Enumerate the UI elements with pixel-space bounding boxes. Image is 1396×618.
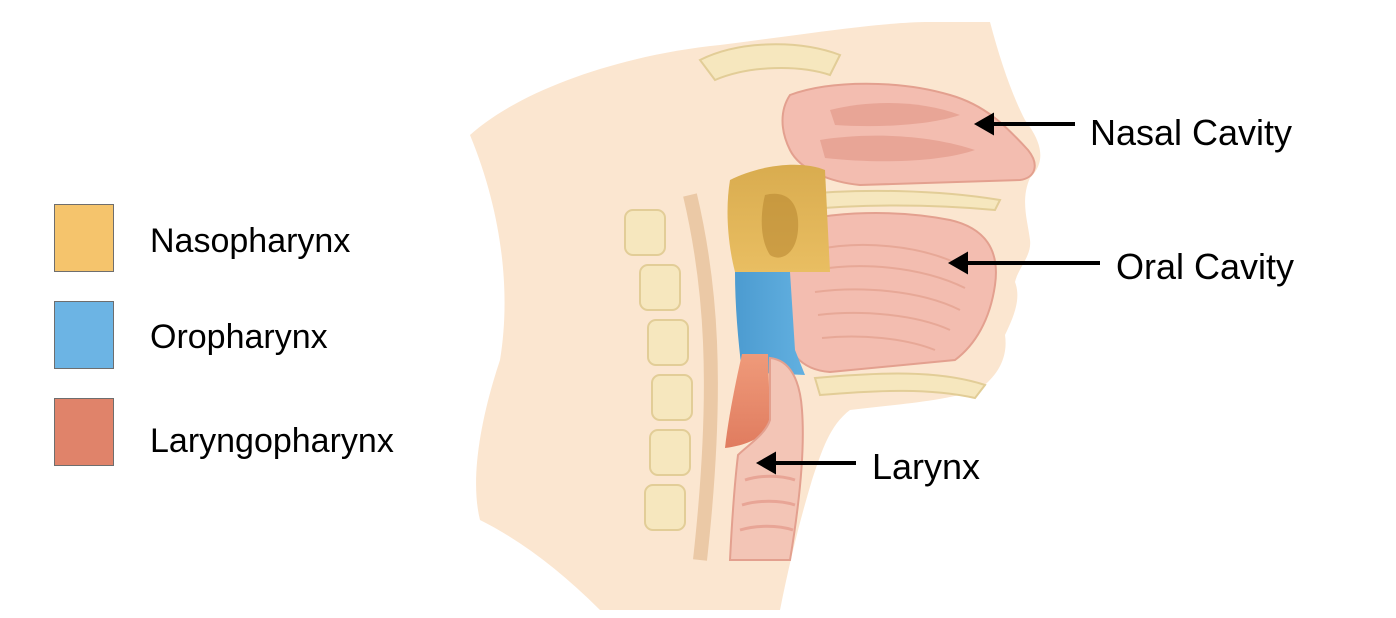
legend-label-nasopharynx: Nasopharynx bbox=[150, 222, 351, 260]
turbinate-upper bbox=[830, 103, 960, 127]
label-nasal-cavity: Nasal Cavity bbox=[1090, 112, 1293, 153]
arrow-head-oral-cavity bbox=[947, 251, 968, 275]
arrow-head-larynx bbox=[755, 451, 776, 475]
legend-swatch-nasopharynx bbox=[54, 204, 114, 272]
tracheal-rings bbox=[739, 474, 796, 532]
label-oral-cavity: Oral Cavity bbox=[1116, 246, 1295, 287]
turbinate-lower bbox=[820, 135, 975, 162]
tongue-muscle-lines bbox=[814, 244, 966, 351]
cervical-vertebrae bbox=[624, 209, 693, 531]
label-larynx: Larynx bbox=[872, 446, 981, 487]
arrow-head-nasal-cavity bbox=[973, 112, 994, 136]
legend-swatch-oropharynx bbox=[54, 301, 114, 369]
legend-swatch-laryngopharynx bbox=[54, 398, 114, 466]
callout-arrows bbox=[755, 112, 1100, 475]
skull-base bbox=[698, 43, 842, 82]
laryngopharynx-region bbox=[725, 354, 770, 448]
nasopharynx-shadow bbox=[761, 193, 799, 258]
spinal-column bbox=[683, 193, 718, 561]
legend-label-oropharynx: Oropharynx bbox=[150, 318, 328, 356]
oropharynx-region bbox=[735, 272, 805, 375]
jaw-floor bbox=[813, 372, 987, 400]
legend-label-laryngopharynx: Laryngopharynx bbox=[150, 422, 394, 460]
hard-palate bbox=[793, 189, 1002, 212]
